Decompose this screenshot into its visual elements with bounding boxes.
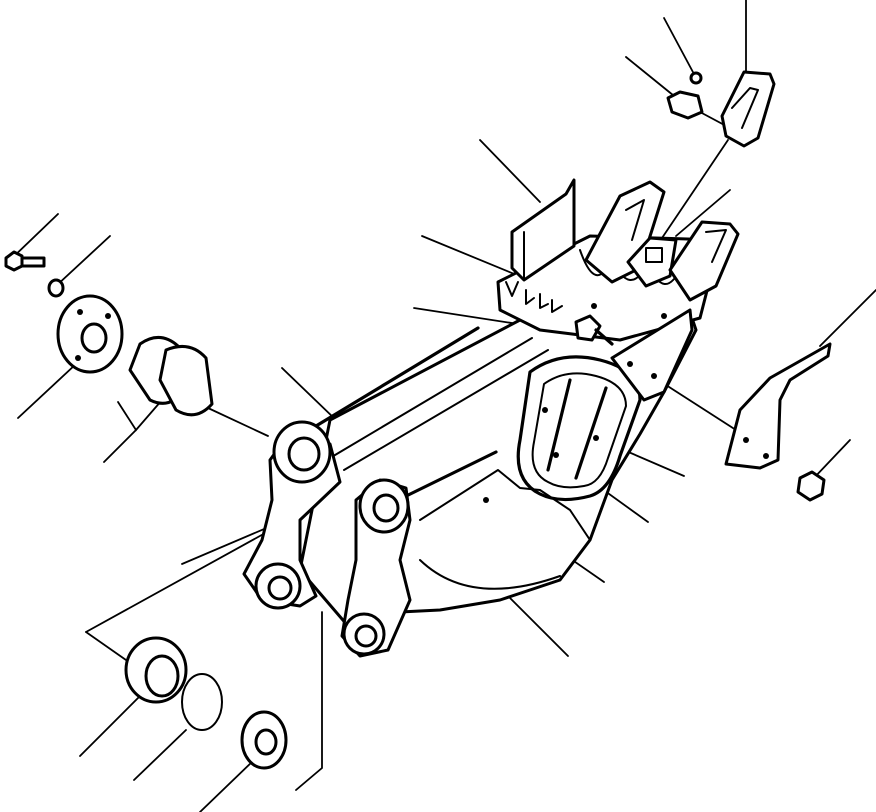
bushing-half-b <box>158 344 214 417</box>
stamped-marking-glyphs <box>505 281 563 313</box>
leader-nut-right <box>811 439 851 481</box>
rivet <box>591 303 597 309</box>
rivet <box>105 313 111 319</box>
o-ring-lower <box>181 673 223 731</box>
tooth-point-ridge <box>731 87 759 129</box>
leader-pin-small <box>663 17 695 75</box>
bracket-right-boss-bottom-inner <box>354 624 378 648</box>
inner-side-plate-inner <box>531 372 627 489</box>
rivet <box>593 435 599 441</box>
leader-bushing-bracket <box>117 399 163 432</box>
hinge-shaft-bottom-edge <box>329 337 533 459</box>
leader-oring-lower <box>133 729 187 781</box>
lower-shaft-edge <box>396 450 498 502</box>
tooth-adapter-mid-slot <box>645 247 663 263</box>
rivet <box>763 453 769 459</box>
leader-shim-lower <box>199 759 255 812</box>
shim-washer-lower-inner <box>254 728 278 756</box>
inner-rib-a <box>546 378 572 472</box>
rivet <box>75 355 81 361</box>
side-cutter-plate <box>610 308 694 402</box>
leader-wear-plate <box>479 139 541 203</box>
leader-bottom-shell <box>507 595 569 657</box>
floor-curve <box>419 559 561 590</box>
center-bolt <box>574 314 614 346</box>
bracket-left-boss-bottom-inner <box>267 575 293 601</box>
leader-lower-bracket-b <box>85 631 127 661</box>
bracket-right-boss-top-inner <box>372 493 400 523</box>
bolt-head <box>574 314 602 342</box>
side-cutter-detached <box>724 342 832 470</box>
leader-tooth-adapter <box>661 139 729 239</box>
rivet <box>661 313 667 319</box>
rivet <box>651 373 657 379</box>
hinge-brackets <box>242 420 412 658</box>
inner-side-plate <box>516 355 642 502</box>
tooth-point-detached <box>720 70 776 148</box>
rivet <box>483 497 489 503</box>
retaining-lock <box>666 90 704 120</box>
bracket-left-boss-top-inner <box>287 436 321 472</box>
leader-adapter-mid <box>675 189 731 237</box>
leader-boss-bracket <box>295 611 323 791</box>
leader-lines <box>7 0 876 812</box>
rivet <box>542 407 548 413</box>
flange-bush-lower-inner <box>144 654 180 698</box>
rivet <box>627 361 633 367</box>
bolt-shank <box>594 328 614 346</box>
lock-pin <box>689 71 703 85</box>
leader-bush-lower <box>79 695 141 757</box>
leader-bushing-group <box>103 429 137 463</box>
shim-pack-hub <box>80 322 108 354</box>
leader-side-cutter <box>819 289 876 347</box>
bolt-left-shank <box>20 256 46 268</box>
rivet <box>743 437 749 443</box>
tooth-adapter-left-slot <box>625 199 645 241</box>
leader-nut-left <box>55 235 111 287</box>
leader-bushing-to-boss <box>207 407 269 437</box>
teeth <box>584 70 776 302</box>
rivet <box>553 452 559 458</box>
leader-shim-left <box>17 363 77 419</box>
bolt-left <box>4 250 24 272</box>
nut-left <box>47 278 65 298</box>
wear-plate <box>510 178 576 282</box>
left-hardware <box>4 250 288 770</box>
hinge-shaft-top-edge <box>314 326 480 428</box>
side-cutter <box>610 308 832 502</box>
rivet <box>77 309 83 315</box>
tooth-adapter-right-slot <box>705 229 727 263</box>
inner-rib-b <box>574 386 608 480</box>
hinge-shaft-mid <box>343 349 549 471</box>
leader-hinge-shaft <box>281 367 337 421</box>
tooth-adapter-left <box>584 180 666 284</box>
side-cutter-nut <box>796 470 826 502</box>
